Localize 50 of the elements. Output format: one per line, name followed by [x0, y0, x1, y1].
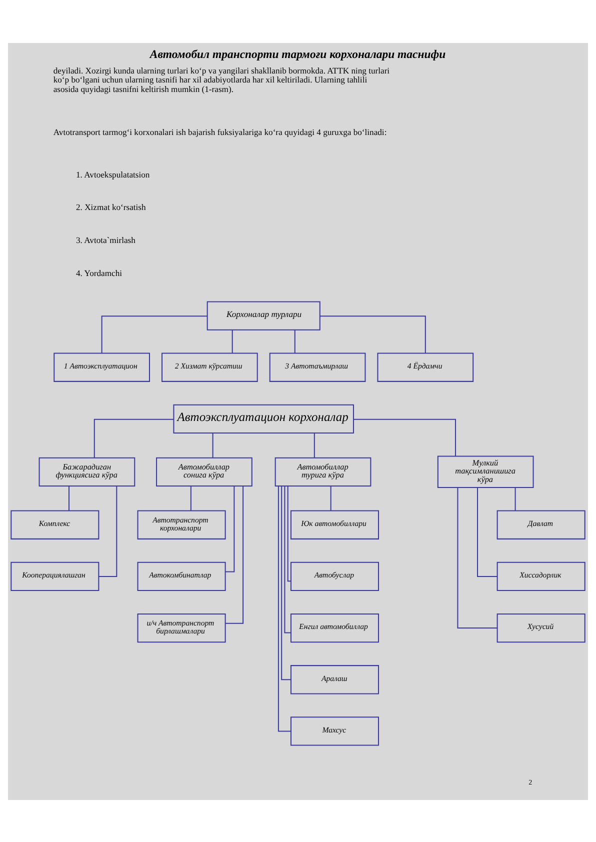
connector [320, 315, 426, 353]
connector [354, 418, 456, 456]
node-box: Автоэксплуатацион корхоналар [173, 404, 354, 434]
node-box: 1 Автоэксплуатацион [54, 352, 150, 382]
connector [477, 487, 498, 576]
connector [212, 432, 214, 458]
connector [330, 486, 332, 510]
node-box: 4 Ёрдамчи [377, 352, 474, 382]
connector [225, 486, 235, 572]
connector [232, 329, 233, 353]
node-box: Кооперациялашган [10, 561, 100, 591]
label: 2. Xizmat ko‘rsatish [76, 202, 146, 212]
label: 1. Avtoekspulatatsion [76, 168, 150, 179]
connector [101, 315, 208, 353]
node-box: Комплекс [10, 510, 100, 539]
connector [514, 487, 516, 510]
node-box: Юк автомобиллари [290, 510, 380, 539]
connector [314, 432, 315, 458]
node-box: Автомобиллар сонига кўра [156, 456, 252, 486]
connector [68, 486, 70, 510]
label: 3. Avtota`mirlash [76, 234, 136, 244]
node-box: Бажарадиган функциясига кўра [38, 456, 136, 486]
connector [294, 329, 296, 353]
node-box: Енгил автомобиллар [290, 612, 380, 642]
connector [281, 486, 291, 680]
diagram-title: Автомобил транспорти тармоғи корхоналари таснифи [150, 47, 446, 60]
connector [287, 486, 291, 582]
label: Avtotransport tarmog‘i korxonalari ish bajarish fuksiyalariga ko‘ra quyidagi 4 guruxga bo‘linadi: [53, 126, 387, 137]
node-box: Аралаш [290, 664, 380, 694]
node-box: Давлат [496, 510, 586, 539]
node-box: Автотранспорт корхоналари [137, 510, 226, 539]
node-box: 2 Хизмат кўрсатиш [162, 352, 258, 382]
node-box: Корхоналар турлари [206, 300, 320, 330]
label: deyiladi. Xozirgi kunda ularning turlari ko‘p va yangilari shakllanib bormokda. ATTK ning turlari ko‘p bo‘lgani uchun ularning tasnifi har xil adabiyotlarda har xil keltiriladi. Ularning tahlili asosida quyidagi tasnifni keltirish mumkin (1-rasm). [53, 64, 390, 94]
node-box: Хусусий [496, 612, 586, 642]
node-box: Автокомбинатлар [137, 561, 226, 591]
node-box: Автомобиллар турига кўра [274, 456, 372, 486]
node-box: Хиссадорлик [496, 561, 586, 591]
node-box: Махсус [290, 716, 380, 746]
connector [457, 486, 498, 628]
node-box: 3 Автотаъмирлаш [269, 352, 366, 382]
connector [226, 486, 244, 624]
label: 4. Yordamchi [76, 267, 122, 278]
connector [284, 486, 291, 633]
node-box: Мулкий тақсимланишига кўра [437, 455, 534, 488]
connector [98, 486, 118, 576]
connector [94, 418, 174, 458]
node-box: и/ч Автотранспорт бирлашмалари [137, 612, 226, 642]
connector [190, 486, 192, 510]
node-box: Автобуслар [290, 561, 380, 591]
